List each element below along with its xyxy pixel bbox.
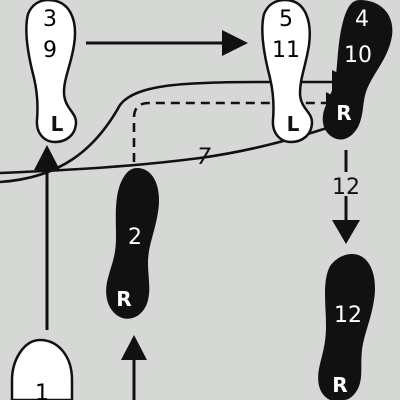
arrow-4-to-12	[332, 150, 360, 244]
arrow-1-to-3	[34, 145, 60, 330]
footprint-number: 10	[344, 43, 372, 68]
step-12-label: 12	[332, 175, 360, 200]
footprint-number: 3	[43, 7, 57, 32]
footprint-number: 11	[272, 38, 300, 63]
arrow-up-to-2	[121, 335, 147, 400]
footprint-number: 9	[43, 38, 57, 63]
footprint-number: 12	[334, 303, 362, 328]
footprint-right-4-10: 4 10 R	[322, 0, 393, 140]
foot-side-label: R	[332, 373, 347, 397]
footprint-right-2: 2 R	[106, 168, 160, 319]
step-7-label: 7	[197, 145, 211, 170]
foot-side-label: L	[287, 112, 300, 136]
foot-side-label: L	[51, 112, 64, 136]
footprint-number: 5	[279, 7, 293, 32]
foot-side-label: R	[116, 287, 131, 311]
footprint-number: 4	[355, 7, 369, 32]
footprint-right-12: 12 R	[318, 254, 376, 400]
footprint-number: 1	[35, 381, 49, 400]
footprint-number: 2	[128, 225, 142, 250]
footprint-left-1: 1	[10, 338, 74, 400]
step-12-label-bg	[334, 174, 358, 196]
footprint-left-3-9: 3 9 L	[25, 0, 78, 144]
foot-side-label: R	[336, 101, 351, 125]
arrow-3-to-5	[86, 30, 248, 56]
footprint-left-5-11: 5 11 L	[261, 0, 314, 144]
